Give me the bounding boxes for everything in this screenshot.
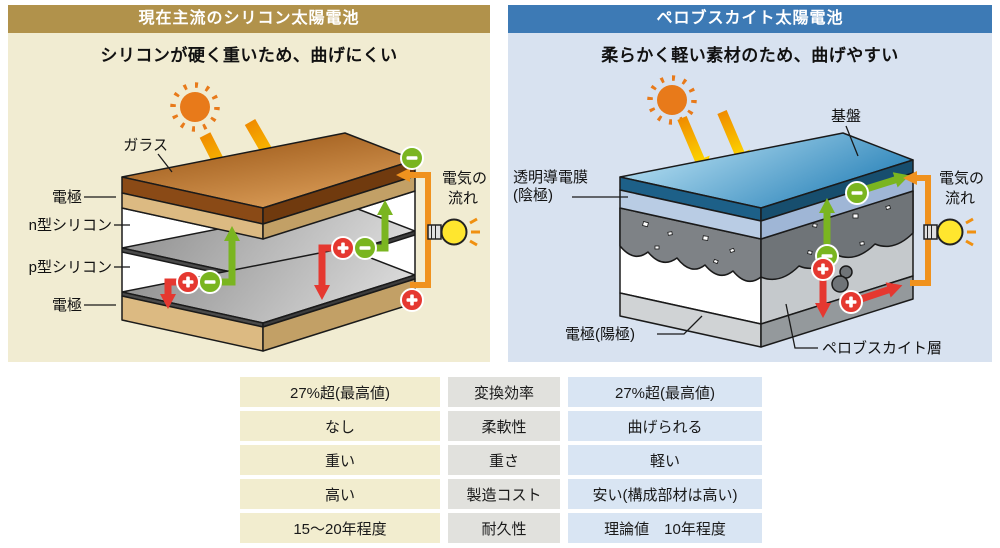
layer-labels: ガラス 電極 n型シリコン p型シリコン 電極 [29, 137, 173, 314]
silicon-stack [121, 132, 416, 352]
label-substrate: 基盤 [831, 108, 861, 125]
table-cell-silicon: 高い [240, 479, 440, 509]
charge-flow [160, 200, 393, 309]
lightbulb-icon [922, 217, 978, 247]
plus-charge-icon [400, 288, 424, 312]
comparison-table: 27%超(最高値) 変換効率 27%超(最高値) なし 柔軟性 曲げられる 重い… [240, 377, 762, 543]
circuit: 電気の 流れ [396, 146, 487, 312]
sun-icon [647, 75, 697, 125]
layer-labels: 基盤 透明導電膜 (陰極) 電極(陽極) ペロブスカイト層 [513, 108, 942, 357]
table-cell-silicon: 15〜20年程度 [240, 513, 440, 543]
flow-label-line1: 電気の [939, 170, 984, 187]
plus-charge-icon [176, 270, 200, 294]
silicon-panel-title: 現在主流のシリコン太陽電池 [8, 5, 490, 33]
minus-charge-icon [198, 270, 222, 294]
flow-label-line1: 電気の [442, 170, 487, 187]
perovskite-layer [619, 190, 914, 293]
table-cell-attribute: 柔軟性 [448, 411, 560, 441]
table-cell-perovskite: 曲げられる [568, 411, 762, 441]
perovskite-stack [619, 132, 914, 348]
substrate-layer [619, 132, 914, 222]
minus-charge-icon [353, 236, 377, 260]
wire-arrowhead [903, 171, 917, 185]
perovskite-panel-subtitle: 柔らかく軽い素材のため、曲げやすい [601, 46, 899, 65]
table-cell-attribute: 耐久性 [448, 513, 560, 543]
perovskite-panel-title: ペロブスカイト太陽電池 [508, 5, 992, 33]
table-cell-silicon: 27%超(最高値) [240, 377, 440, 407]
table-cell-attribute: 製造コスト [448, 479, 560, 509]
electron-arrow [864, 172, 910, 193]
label-p-silicon: p型シリコン [29, 259, 112, 276]
plus-charge-icon [839, 290, 863, 314]
table-cell-perovskite: 安い(構成部材は高い) [568, 479, 762, 509]
silicon-diagram: 電気の 流れ ガラス 電極 n型シリコン p型シリコン 電極 [29, 82, 487, 352]
perovskite-diagram: 電気の 流れ 基盤 透明導電膜 (陰極) 電極(陽極) ペロブスカイト層 [513, 75, 984, 357]
label-electrode-bottom: 電極(陽極) [565, 326, 635, 343]
plus-charge-icon [331, 236, 355, 260]
lightbulb-icon [426, 217, 482, 247]
table-cell-attribute: 変換効率 [448, 377, 560, 407]
table-cell-perovskite: 軽い [568, 445, 762, 475]
silicon-panel: 現在主流のシリコン太陽電池 シリコンが硬く重いため、曲げにくい [8, 5, 490, 362]
hole-arrow [859, 282, 903, 303]
charge-flow [811, 172, 910, 318]
glass-layer [121, 132, 416, 225]
label-tco-line1: 透明導電膜 [513, 169, 588, 186]
label-electrode-bottom: 電極 [52, 297, 82, 314]
label-n-silicon: n型シリコン [29, 217, 112, 234]
table-cell-silicon: 重い [240, 445, 440, 475]
minus-charge-icon [400, 146, 424, 170]
plus-charge-icon [811, 257, 835, 281]
table-cell-silicon: なし [240, 411, 440, 441]
table-cell-perovskite: 理論値 10年程度 [568, 513, 762, 543]
sun-icon [170, 82, 220, 132]
silicon-panel-subtitle: シリコンが硬く重いため、曲げにくい [100, 46, 398, 65]
table-cell-attribute: 重さ [448, 445, 560, 475]
flow-label-line2: 流れ [448, 190, 478, 207]
flow-label-line2: 流れ [945, 190, 975, 207]
minus-charge-icon [845, 181, 869, 205]
label-tco-line2: (陰極) [513, 187, 553, 204]
label-perovskite: ペロブスカイト層 [822, 339, 942, 357]
label-electrode-top: 電極 [52, 189, 82, 206]
circuit: 電気の 流れ [903, 170, 984, 286]
wire-arrowhead [396, 168, 410, 182]
perovskite-panel: ペロブスカイト太陽電池 柔らかく軽い素材のため、曲げやすい [508, 5, 992, 362]
label-glass: ガラス [123, 137, 168, 154]
table-cell-perovskite: 27%超(最高値) [568, 377, 762, 407]
p-silicon-layer [122, 247, 415, 327]
